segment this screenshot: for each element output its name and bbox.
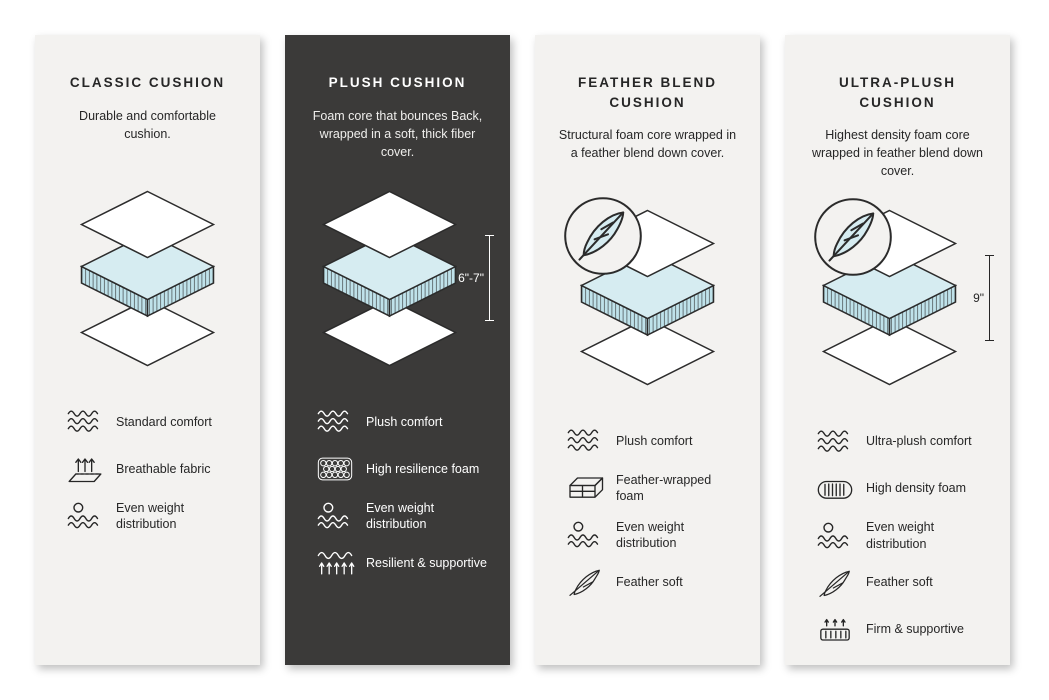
feature-list: Standard comfort Breathable fabric Even …	[53, 405, 242, 533]
feature-item: Plush comfort	[315, 405, 492, 439]
height-measure-label: 9"	[973, 290, 984, 305]
card-title: ULTRA-PLUSH CUSHION	[839, 75, 956, 110]
card-description: Foam core that bounces Back, wrapped in …	[312, 109, 483, 160]
high-density-foam-icon	[817, 480, 853, 499]
weight-distribution-icon	[317, 503, 349, 529]
comfort-waves-icon	[817, 429, 849, 452]
cushion-comparison-board: CLASSIC CUSHION Durable and comfortable …	[35, 35, 1010, 665]
feature-label: Ultra-plush comfort	[866, 434, 972, 449]
feature-item: Even weight distribution	[315, 499, 492, 533]
card-plush-cushion: PLUSH CUSHION Foam core that bounces Bac…	[285, 35, 510, 665]
feature-item: Plush comfort	[565, 424, 742, 458]
feature-label: Breathable fabric	[116, 461, 211, 476]
height-measure-line	[485, 235, 494, 322]
layered-cushion-icon	[80, 190, 215, 366]
cushion-illustration	[53, 175, 242, 383]
weight-distribution-icon	[567, 521, 599, 548]
feature-item: High resilience foam	[315, 452, 492, 486]
card-title: CLASSIC CUSHION	[69, 75, 226, 90]
card-feather-blend-cushion: FEATHER BLEND CUSHION Structural foam co…	[535, 35, 760, 665]
feature-label: High resilience foam	[366, 462, 480, 477]
feature-item: Even weight distribution	[65, 499, 242, 533]
feature-list: Plush comfort High resilience foam Even …	[303, 405, 492, 580]
card-description: Durable and comfortable cushion.	[79, 109, 216, 142]
height-measure: 9"	[973, 254, 994, 341]
feature-item: Firm & supportive	[815, 613, 992, 647]
feather-badge-icon	[564, 197, 642, 275]
card-title: FEATHER BLEND CUSHION	[578, 75, 717, 110]
height-measure-label: 6"-7"	[458, 271, 484, 286]
cushion-illustration	[553, 194, 742, 402]
layered-cushion-icon	[322, 190, 457, 367]
feature-label: Plush comfort	[616, 434, 693, 448]
feature-label: Even weight distribution	[116, 500, 185, 531]
weight-distribution-icon	[817, 522, 849, 548]
feather-soft-icon	[569, 569, 600, 597]
comfort-waves-icon	[567, 429, 599, 451]
feature-item: Feather-wrapped foam	[565, 471, 742, 505]
feature-item: High density foam	[815, 472, 992, 506]
card-description: Highest density foam core wrapped in fea…	[812, 128, 983, 179]
firm-supportive-icon	[820, 618, 850, 641]
feature-label: Resilient & supportive	[366, 556, 487, 571]
feature-label: Even weight distribution	[616, 519, 685, 551]
feature-label: High density foam	[866, 481, 967, 496]
feature-item: Even weight distribution	[815, 519, 992, 553]
weight-distribution-icon	[67, 502, 99, 529]
feather-wrapped-foam-icon	[569, 477, 604, 498]
feature-list: Plush comfort Feather-wrapped foam Even …	[553, 424, 742, 599]
feature-item: Standard comfort	[65, 405, 242, 439]
feature-item: Even weight distribution	[565, 518, 742, 552]
comfort-waves-icon	[317, 410, 349, 433]
feature-item: Resilient & supportive	[315, 546, 492, 580]
cushion-illustration: 9"	[803, 195, 994, 403]
card-classic-cushion: CLASSIC CUSHION Durable and comfortable …	[35, 35, 260, 665]
feature-label: Plush comfort	[366, 415, 443, 430]
card-ultra-plush-cushion: ULTRA-PLUSH CUSHION Highest density foam…	[785, 35, 1010, 665]
feather-soft-icon	[819, 570, 850, 597]
feather-badge-icon	[814, 197, 892, 276]
feature-label: Feather-wrapped foam	[616, 472, 712, 504]
feature-item: Feather soft	[815, 566, 992, 600]
feature-label: Feather soft	[616, 575, 683, 589]
cushion-illustration: 6"-7"	[303, 175, 494, 383]
feature-item: Feather soft	[565, 565, 742, 599]
comfort-waves-icon	[67, 410, 99, 432]
feature-item: Breathable fabric	[65, 452, 242, 486]
height-measure-line	[985, 254, 994, 341]
resilience-foam-icon	[317, 458, 353, 481]
feature-label: Even weight distribution	[866, 520, 935, 551]
breathable-fabric-icon	[68, 458, 102, 483]
card-title: PLUSH CUSHION	[328, 75, 467, 90]
resilient-supportive-icon	[317, 552, 355, 575]
height-measure: 6"-7"	[458, 235, 494, 322]
feature-item: Ultra-plush comfort	[815, 425, 992, 459]
feature-label: Feather soft	[866, 575, 933, 590]
feature-list: Ultra-plush comfort High density foam Ev…	[803, 425, 992, 647]
feature-label: Even weight distribution	[366, 501, 435, 532]
feature-label: Standard comfort	[116, 414, 212, 429]
feature-label: Firm & supportive	[866, 622, 964, 637]
card-description: Structural foam core wrapped in a feathe…	[558, 128, 737, 161]
